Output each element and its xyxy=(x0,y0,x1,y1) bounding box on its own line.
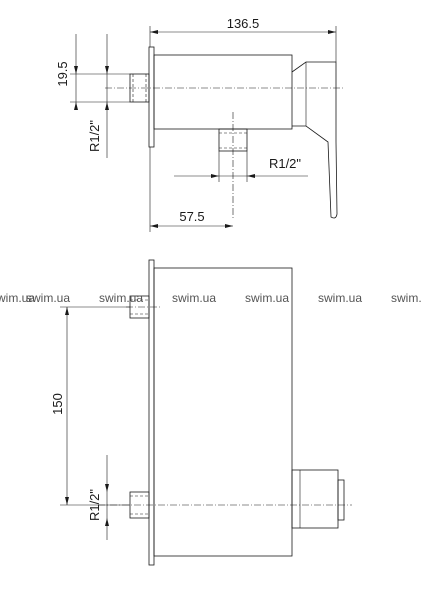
watermark: swim.ua xyxy=(172,291,216,305)
watermark-row: swim.ua swim.ua swim.ua swim.ua swim.ua … xyxy=(0,291,421,305)
dim-center-distance-label: 150 xyxy=(50,393,65,415)
dim-offset-label: 57.5 xyxy=(179,209,204,224)
watermark: swim.ua xyxy=(99,291,143,305)
handle-lever-top xyxy=(291,61,338,219)
wall-plate-front xyxy=(148,259,155,566)
front-view: 150 R1/2" xyxy=(50,259,352,566)
watermark: swim.ua xyxy=(0,291,35,305)
dim-width-label: 136.5 xyxy=(227,16,260,31)
mixer-body-front xyxy=(153,267,293,557)
watermark: swim.ua xyxy=(391,291,421,305)
handle-knob-front xyxy=(291,469,339,529)
watermark: swim.ua xyxy=(318,291,362,305)
wall-plate-top xyxy=(148,46,155,148)
watermark: swim.ua xyxy=(26,291,70,305)
mixer-body-top xyxy=(153,54,293,130)
watermark: swim.ua xyxy=(245,291,289,305)
top-view: 136.5 19.5 R1/2" R1/2" 57.5 xyxy=(55,16,345,232)
thread-right-label: R1/2" xyxy=(269,156,301,171)
thread-front-label: R1/2" xyxy=(87,489,102,521)
thread-left-label: R1/2" xyxy=(87,120,102,152)
dim-height-label: 19.5 xyxy=(55,61,70,86)
